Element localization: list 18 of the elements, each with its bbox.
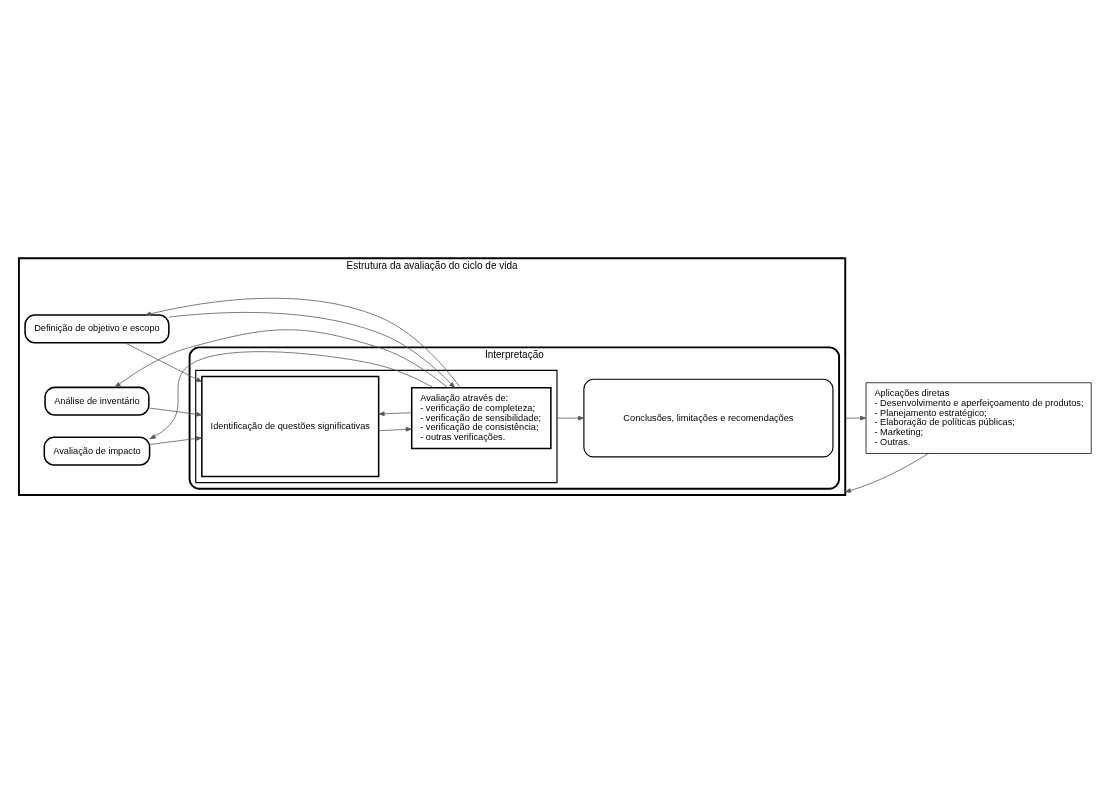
node-box: Conclusões, limitações e recomendações (583, 378, 834, 457)
node-box: Avaliação de impacto (43, 436, 151, 466)
arrow (378, 426, 412, 432)
arrow (149, 435, 203, 445)
node-box: Identificação de questões significativas (201, 375, 380, 477)
arrow (148, 407, 203, 416)
node-box: Análise de inventário (44, 386, 150, 416)
arrow (378, 411, 412, 416)
arrow (114, 328, 449, 388)
arrow (168, 311, 456, 388)
arrow (149, 350, 435, 439)
arrow (144, 297, 461, 388)
node-box: Avaliação através de: - verificação de completeza; - verificação de sensibilidade; - verificação de consistência; - outras verificações. (410, 386, 552, 449)
arrow (844, 415, 867, 420)
arrow (124, 341, 203, 382)
arrow (556, 415, 585, 420)
node-box: Aplicações diretas - Desenvolvimento e aperfeiçoamento de produtos; - Planejamento estratégico; - Elaboração de políticas públicas; - Marketing; - Outras. (865, 381, 1092, 454)
arrow (844, 452, 929, 493)
